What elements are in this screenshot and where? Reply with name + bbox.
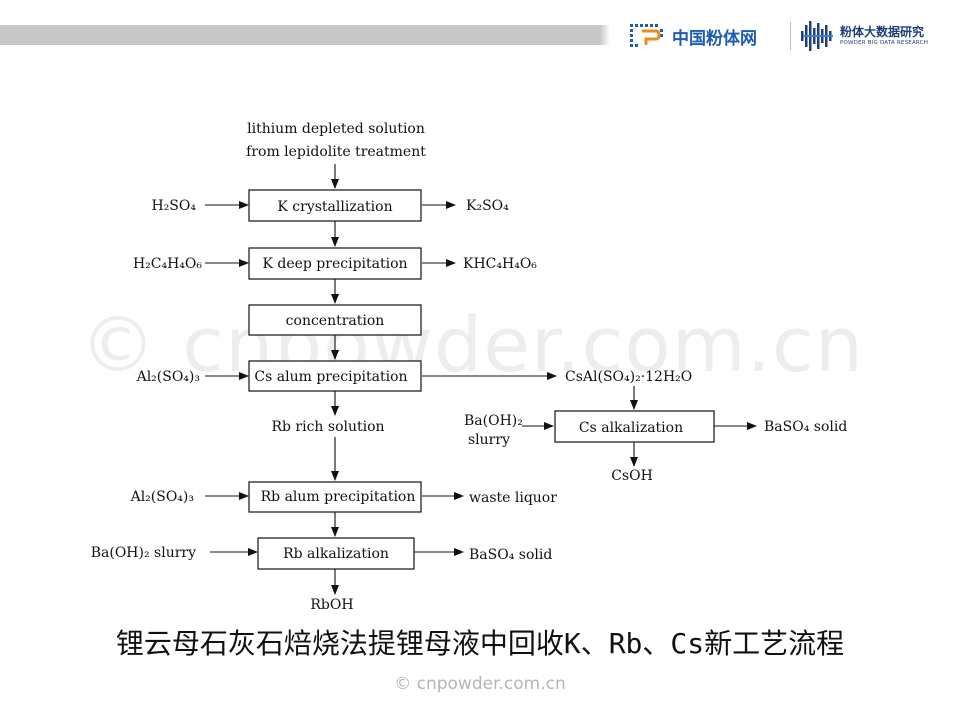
watermark: © cnpowder.com.cn [80, 300, 864, 389]
cnpowder-logo: 中国粉体网 [628, 18, 757, 54]
bigdata-logo-icon [801, 21, 833, 51]
reagent-al2so43-b: Al₂(SO₄)₃ [130, 489, 194, 505]
label-rb-alkalization: Rb alkalization [283, 546, 389, 562]
label-concentration: concentration [286, 313, 385, 329]
bigdata-logo-subtitle: POWDER BIG DATA RESEARCH [840, 39, 929, 46]
label-rb-alum-precipitation: Rb alum precipitation [261, 489, 416, 505]
cnpowder-logo-icon [630, 24, 663, 47]
product-baso4-b: BaSO₄ solid [469, 547, 552, 563]
cnpowder-logo-text: 中国粉体网 [672, 28, 757, 49]
input-top-line1: lithium depleted solution [247, 121, 425, 137]
bigdata-logo: 粉体大数据研究 POWDER BIG DATA RESEARCH [800, 16, 928, 56]
box-concentration [248, 304, 422, 336]
box-cs-alum-precipitation [248, 360, 422, 392]
label-cs-alkalization: Cs alkalization [579, 420, 683, 436]
bigdata-logo-title: 粉体大数据研究 [840, 25, 925, 40]
header-bar [0, 25, 600, 45]
box-cs-alkalization [554, 410, 715, 443]
reagent-al2so43-a: Al₂(SO₄)₃ [136, 369, 200, 385]
box-k-deep-precipitation [248, 247, 422, 280]
product-csoh: CsOH [611, 468, 653, 484]
product-k2so4: K₂SO₄ [466, 198, 509, 214]
box-rb-alum-precipitation [248, 481, 422, 513]
reagent-baoh2-slurry: Ba(OH)₂ slurry [91, 545, 196, 561]
reagent-h2so4: H₂SO₄ [151, 198, 196, 214]
product-baso4-a: BaSO₄ solid [764, 419, 847, 435]
reagent-baoh2-a: Ba(OH)₂ [464, 413, 523, 429]
reagent-h2c4h4o6: H₂C₄H₄O₆ [133, 256, 202, 272]
reagent-baoh2-a-slurry: slurry [468, 432, 510, 448]
header-bar-fade [600, 25, 610, 45]
product-csalum: CsAl(SO₄)₂·12H₂O [565, 369, 692, 385]
label-cs-alum-precipitation: Cs alum precipitation [254, 369, 407, 385]
footer-copyright: © cnpowder.com.cn [394, 674, 566, 694]
label-k-crystallization: K crystallization [277, 199, 392, 215]
logo-divider [790, 22, 791, 50]
box-k-crystallization [248, 189, 422, 222]
product-waste-liquor: waste liquor [469, 490, 557, 506]
input-top-line2: from lepidolite treatment [246, 144, 426, 160]
product-rb-rich-solution: Rb rich solution [271, 419, 384, 435]
label-k-deep-precipitation: K deep precipitation [262, 256, 407, 272]
figure-caption: 锂云母石灰石焙烧法提锂母液中回收K、Rb、Cs新工艺流程 [115, 627, 845, 660]
box-rb-alkalization [257, 537, 415, 570]
product-rboh: RbOH [310, 597, 353, 613]
product-khc4h4o6: KHC₄H₄O₆ [463, 256, 537, 272]
